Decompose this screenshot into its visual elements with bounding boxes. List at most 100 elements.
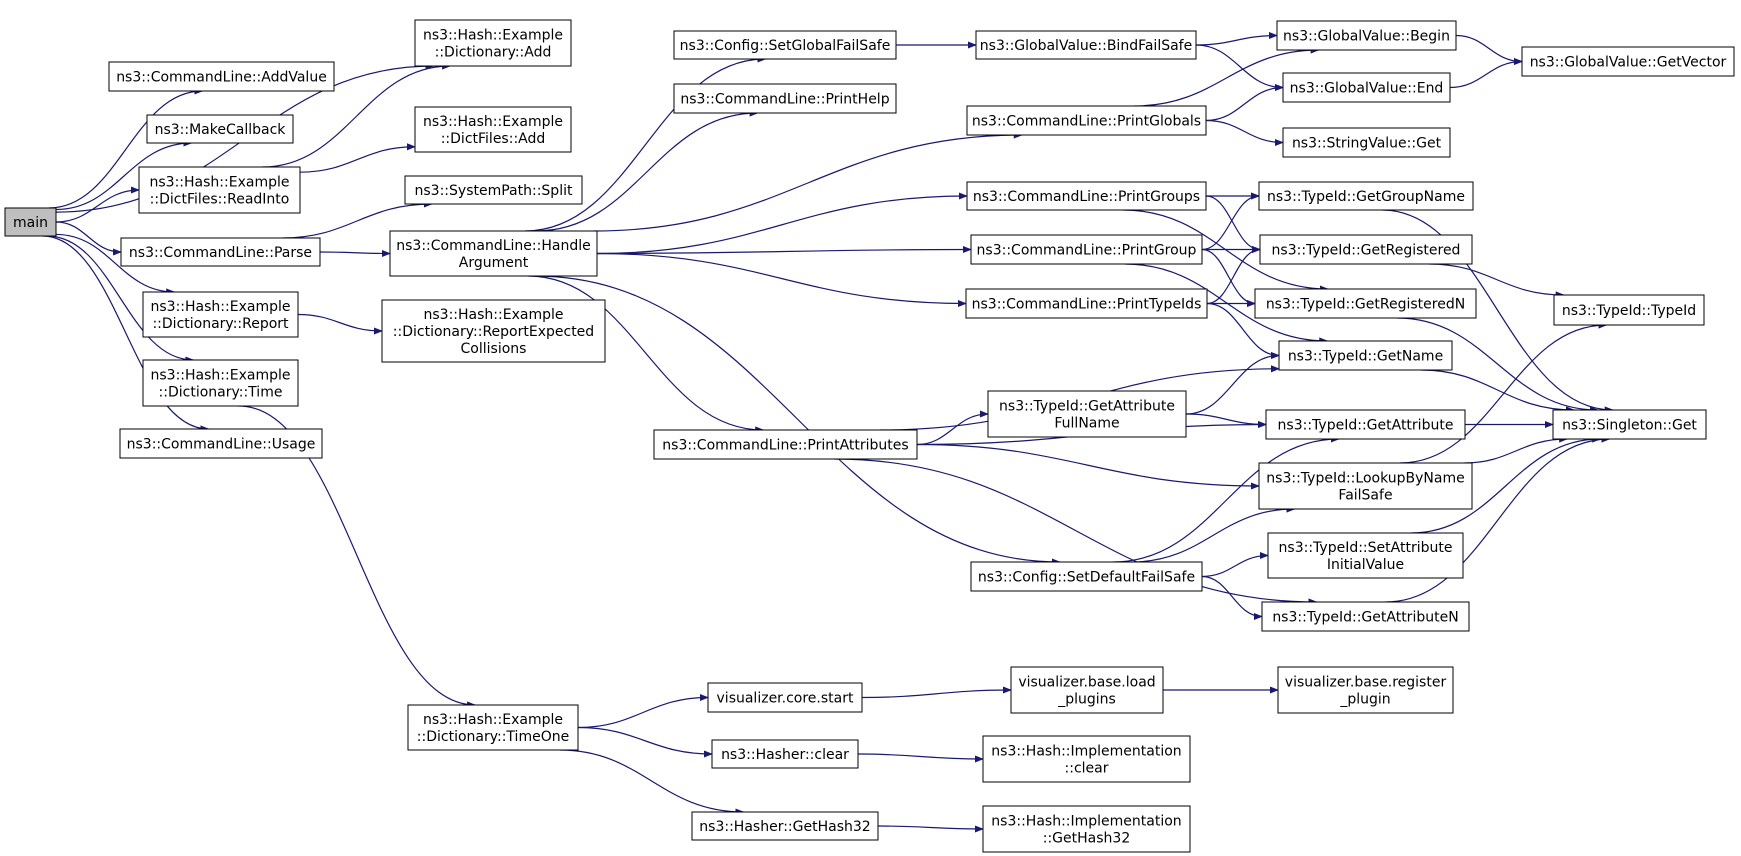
node-makecallback[interactable]: ns3::MakeCallback — [146, 114, 294, 144]
node-typeid-getattributen[interactable]: ns3::TypeId::GetAttributeN — [1261, 601, 1470, 632]
edge-cl-printglobals-to-stringvalue-get — [1205, 119, 1284, 147]
edge-visualizer-core-start-to-visualizer-base-load-plugins — [861, 686, 1012, 699]
node-label: visualizer.base.load — [1018, 675, 1155, 691]
node-label: ns3::Hash::Example — [424, 307, 564, 323]
node-gv-getvector[interactable]: ns3::GlobalValue::GetVector — [1521, 46, 1735, 77]
node-box — [120, 237, 321, 267]
node-gv-bindfailsafe[interactable]: ns3::GlobalValue::BindFailSafe — [975, 30, 1197, 60]
node-box — [1276, 20, 1457, 51]
node-label: ns3::TypeId::GetRegisteredN — [1266, 297, 1465, 313]
node-typeid-getregistered[interactable]: ns3::TypeId::GetRegistered — [1259, 234, 1473, 265]
edge-typeid-lookupbynamefailsafe-to-singleton-get — [1464, 435, 1569, 464]
node-cl-printtypeids[interactable]: ns3::CommandLine::PrintTypeIds — [965, 288, 1208, 319]
node-dict-report[interactable]: ns3::Hash::Example::Dictionary::Report — [142, 291, 299, 338]
node-config-setdefaultfailsafe[interactable]: ns3::Config::SetDefaultFailSafe — [970, 561, 1203, 592]
node-visualizer-core-start[interactable]: visualizer.core.start — [707, 682, 863, 713]
node-cl-printgroups[interactable]: ns3::CommandLine::PrintGroups — [966, 181, 1207, 211]
node-dict-reportexpected[interactable]: ns3::Hash::Example::Dictionary::ReportEx… — [381, 299, 606, 363]
node-label: _plugin — [1339, 692, 1390, 708]
edge-gv-begin-to-gv-getvector — [1455, 34, 1523, 66]
node-box — [673, 83, 897, 114]
node-visualizer-base-load-plugins[interactable]: visualizer.base.load_plugins — [1010, 666, 1164, 714]
node-box — [975, 30, 1197, 60]
node-box — [1282, 127, 1451, 158]
node-box — [711, 739, 859, 769]
node-hash-dictfiles-add[interactable]: ns3::Hash::Example::DictFiles::Add — [414, 106, 572, 153]
node-gv-end[interactable]: ns3::GlobalValue::End — [1282, 72, 1451, 103]
node-typeid-getname[interactable]: ns3::TypeId::GetName — [1278, 340, 1453, 371]
edges-layer — [42, 31, 1614, 833]
node-label: ns3::CommandLine::PrintTypeIds — [972, 297, 1202, 313]
node-label: ::Dictionary::TimeOne — [417, 729, 569, 745]
node-hash-dict-add[interactable]: ns3::Hash::Example::Dictionary::Add — [414, 19, 572, 67]
node-box — [970, 234, 1203, 265]
node-label: ns3::CommandLine::Parse — [129, 245, 312, 261]
node-box — [138, 166, 301, 214]
node-label: ns3::GlobalValue::BindFailSafe — [980, 38, 1192, 54]
edge-cl-printattributes-to-typeid-getattributefullname — [916, 410, 989, 446]
node-label: ns3::SystemPath::Split — [415, 183, 573, 199]
edge-main-to-makecallback — [55, 139, 193, 211]
edge-cl-handleargument-to-cl-printattributes — [527, 275, 765, 434]
edge-hasher-gethash32-to-hashimpl-gethash32 — [877, 825, 984, 833]
node-label: ns3::MakeCallback — [155, 122, 287, 138]
edge-cl-printgroup-to-typeid-getgroupname — [1201, 192, 1260, 251]
node-label: ns3::Hash::Example — [151, 368, 291, 384]
edge-dictfiles-readinto-to-hash-dictfiles-add — [299, 143, 416, 173]
edge-cl-printgroup-to-typeid-getregisteredn — [1201, 248, 1256, 308]
node-label: ns3::TypeId::GetAttribute — [999, 399, 1175, 415]
node-label: ns3::CommandLine::Usage — [127, 437, 316, 453]
edge-gv-bindfailsafe-to-gv-begin — [1195, 31, 1278, 46]
node-dictfiles-readinto[interactable]: ns3::Hash::Example::DictFiles::ReadInto — [138, 166, 301, 214]
edge-cl-printtypeids-to-typeid-getregistered — [1206, 245, 1261, 305]
node-cl-printattributes[interactable]: ns3::CommandLine::PrintAttributes — [653, 429, 918, 460]
node-main[interactable]: main — [4, 207, 57, 237]
node-label: ns3::TypeId::GetName — [1288, 349, 1443, 365]
node-label: FailSafe — [1338, 488, 1392, 504]
edge-typeid-setattributeinitialvalue-to-singleton-get — [1410, 435, 1602, 534]
node-hashimpl-clear[interactable]: ns3::Hash::Implementation::clear — [982, 735, 1191, 783]
node-cl-addvalue[interactable]: ns3::CommandLine::AddValue — [108, 61, 335, 92]
node-cl-printglobals[interactable]: ns3::CommandLine::PrintGlobals — [966, 105, 1207, 136]
node-dict-time[interactable]: ns3::Hash::Example::Dictionary::Time — [142, 359, 299, 407]
node-typeid-getgroupname[interactable]: ns3::TypeId::GetGroupName — [1258, 181, 1474, 211]
node-systempath-split[interactable]: ns3::SystemPath::Split — [404, 175, 583, 205]
edge-cl-printgroup-to-typeid-getname — [1124, 263, 1329, 345]
node-hasher-clear[interactable]: ns3::Hasher::clear — [711, 739, 859, 769]
node-label: ns3::Hasher::clear — [721, 747, 849, 763]
node-box — [1521, 46, 1735, 77]
node-stringvalue-get[interactable]: ns3::StringValue::Get — [1282, 127, 1451, 158]
node-typeid-getregisteredn[interactable]: ns3::TypeId::GetRegisteredN — [1254, 288, 1477, 319]
edge-dict-timeone-to-visualizer-core-start — [577, 693, 709, 729]
node-box — [4, 207, 57, 237]
edge-gv-bindfailsafe-to-gv-end — [1195, 44, 1284, 92]
edge-cl-handleargument-to-cl-printgroups — [596, 192, 968, 255]
node-typeid-typeid[interactable]: ns3::TypeId::TypeId — [1553, 294, 1705, 326]
node-hasher-gethash32[interactable]: ns3::Hasher::GetHash32 — [691, 811, 879, 841]
node-cl-usage[interactable]: ns3::CommandLine::Usage — [119, 428, 323, 459]
node-gv-begin[interactable]: ns3::GlobalValue::Begin — [1276, 20, 1457, 51]
node-dict-timeone[interactable]: ns3::Hash::Example::Dictionary::TimeOne — [407, 704, 579, 751]
node-cl-printgroup[interactable]: ns3::CommandLine::PrintGroup — [970, 234, 1203, 265]
node-box — [673, 30, 897, 60]
node-label: ns3::CommandLine::PrintGlobals — [972, 114, 1201, 130]
edge-cl-handleargument-to-cl-printgroup — [596, 245, 972, 255]
edge-cl-handleargument-to-cl-printhelp — [535, 109, 759, 232]
node-typeid-getattribute[interactable]: ns3::TypeId::GetAttribute — [1265, 409, 1466, 440]
edge-main-to-cl-parse — [55, 221, 122, 256]
edge-dict-report-to-dict-reportexpected — [297, 313, 383, 335]
node-hashimpl-gethash32[interactable]: ns3::Hash::Implementation::GetHash32 — [982, 805, 1191, 853]
node-visualizer-base-register-plugin[interactable]: visualizer.base.register_plugin — [1277, 666, 1454, 714]
node-label: ns3::CommandLine::Handle — [396, 238, 590, 254]
node-label: visualizer.core.start — [717, 691, 854, 707]
node-label: ns3::TypeId::GetAttribute — [1278, 418, 1454, 434]
edge-cl-handleargument-to-config-setglobalfailsafe — [524, 55, 767, 232]
node-config-setglobalfailsafe[interactable]: ns3::Config::SetGlobalFailSafe — [673, 30, 897, 60]
node-cl-printhelp[interactable]: ns3::CommandLine::PrintHelp — [673, 83, 897, 114]
node-cl-parse[interactable]: ns3::CommandLine::Parse — [120, 237, 321, 267]
node-singleton-get[interactable]: ns3::Singleton::Get — [1552, 409, 1707, 440]
